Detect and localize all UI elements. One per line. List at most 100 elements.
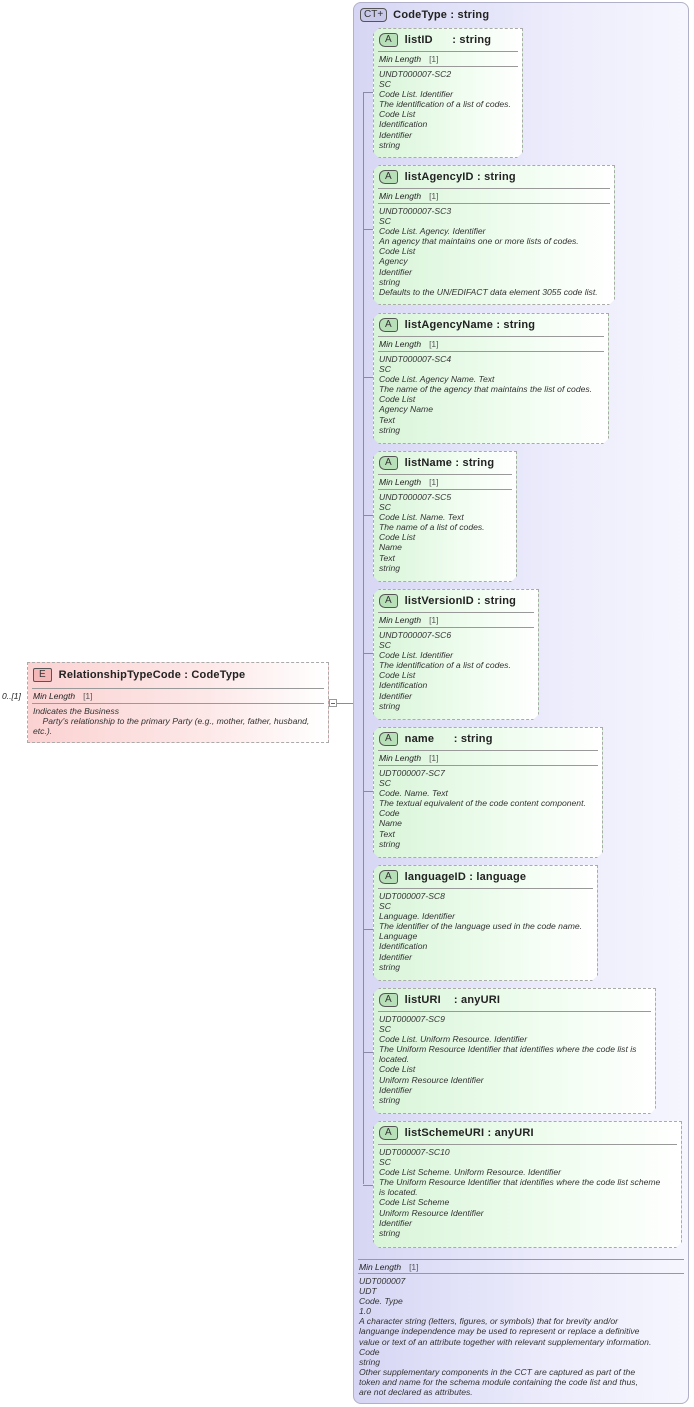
facet-min-length: Min Length[1] bbox=[379, 477, 439, 487]
doc-line: The identification of a list of codes. bbox=[379, 99, 511, 110]
doc-line: located. bbox=[379, 1054, 410, 1065]
attribute-title: listName : string bbox=[404, 457, 495, 469]
doc-line: Identifier bbox=[379, 690, 412, 701]
doc-line: Identifier bbox=[379, 1217, 412, 1228]
doc-line: Identification bbox=[379, 119, 428, 130]
attribute-icon: A bbox=[379, 594, 398, 608]
attribute-title: listAgencyID : string bbox=[404, 171, 516, 183]
doc-line: SC bbox=[379, 778, 391, 789]
doc-line: Identifier bbox=[379, 1084, 412, 1095]
doc-line: Code List Scheme. Uniform Resource. Iden… bbox=[379, 1167, 561, 1178]
attribute-icon: A bbox=[379, 170, 398, 184]
connector-branch bbox=[363, 653, 373, 654]
doc-line: Identification bbox=[379, 680, 428, 691]
doc-line: Language bbox=[379, 931, 418, 942]
doc-line: languange independence may be used to re… bbox=[359, 1326, 640, 1337]
doc-line: string bbox=[379, 1227, 401, 1238]
attribute-icon: A bbox=[379, 993, 398, 1007]
doc-line: Code. Type bbox=[359, 1296, 403, 1307]
doc-line: UDT000007-SC8 bbox=[379, 891, 445, 901]
attribute-title: listID : string bbox=[404, 34, 492, 46]
doc-line: UDT000007 bbox=[359, 1276, 406, 1286]
connector-branch bbox=[363, 515, 373, 516]
doc-line: SC bbox=[379, 1157, 391, 1168]
doc-line: Code List bbox=[379, 394, 416, 405]
occurrence-label: 0..[1] bbox=[2, 691, 21, 701]
connector bbox=[337, 703, 353, 704]
doc-line: Code List bbox=[379, 109, 416, 120]
doc-line: Identifier bbox=[379, 266, 412, 277]
doc-line: Text bbox=[379, 552, 395, 563]
collapse-toggle[interactable] bbox=[329, 699, 337, 707]
doc-line: Code bbox=[379, 808, 400, 819]
element-box[interactable]: E RelationshipTypeCode : CodeType Min Le… bbox=[27, 662, 329, 743]
doc-line: SC bbox=[379, 216, 391, 227]
doc-line: Text bbox=[379, 828, 395, 839]
doc-line: Identification bbox=[379, 941, 428, 952]
attribute-title: languageID : language bbox=[404, 871, 527, 883]
attribute-title: listSchemeURI : anyURI bbox=[404, 1127, 534, 1139]
doc-line: Code bbox=[359, 1346, 380, 1357]
doc-line: string bbox=[379, 139, 401, 150]
doc-line: The name of the agency that maintains th… bbox=[379, 384, 593, 395]
connector-branch bbox=[363, 229, 373, 230]
doc-line: Agency Name bbox=[379, 404, 433, 415]
connector-branch bbox=[363, 1052, 373, 1053]
doc-line: SC bbox=[379, 364, 391, 375]
connector-branch bbox=[363, 929, 373, 930]
attribute-icon: A bbox=[379, 1126, 398, 1140]
doc-line: The name of a list of codes. bbox=[379, 522, 485, 533]
doc-line: is located. bbox=[379, 1187, 418, 1198]
doc-line: Code List. Name. Text bbox=[379, 512, 464, 523]
doc-line: Uniform Resource Identifier bbox=[379, 1074, 484, 1085]
attribute-icon: A bbox=[379, 33, 398, 47]
doc-line: Text bbox=[379, 414, 395, 425]
attribute-icon: A bbox=[379, 732, 398, 746]
connector-branch bbox=[363, 92, 373, 93]
doc-line: SC bbox=[379, 79, 391, 90]
doc-line: The Uniform Resource Identifier that ide… bbox=[379, 1044, 637, 1055]
doc-line: string bbox=[379, 700, 401, 711]
element-title: RelationshipTypeCode : CodeType bbox=[58, 669, 246, 681]
attribute-icon: A bbox=[379, 456, 398, 470]
doc-line: string bbox=[359, 1356, 381, 1367]
doc-line: A character string (letters, figures, or… bbox=[359, 1316, 619, 1327]
facet-min-length: Min Length[1] bbox=[33, 691, 93, 701]
element-icon: E bbox=[33, 668, 52, 682]
doc-line: Name bbox=[379, 542, 402, 553]
attribute-title: listAgencyName : string bbox=[404, 319, 536, 331]
doc-line: UNDT000007-SC6 bbox=[379, 630, 452, 640]
doc-line: UDT000007-SC9 bbox=[379, 1014, 445, 1024]
doc-line: UNDT000007-SC2 bbox=[379, 69, 452, 79]
doc-line: are not declared as attributes. bbox=[359, 1387, 473, 1398]
doc-line: string bbox=[379, 562, 401, 573]
doc-line: Name bbox=[379, 818, 402, 829]
facet-min-length: Min Length[1] bbox=[379, 54, 439, 64]
doc-line: UDT000007-SC10 bbox=[379, 1147, 450, 1157]
connector-vertical bbox=[363, 92, 364, 1184]
doc-line: string bbox=[379, 276, 401, 287]
doc-line: 1.0 bbox=[359, 1306, 371, 1317]
doc-line: Uniform Resource Identifier bbox=[379, 1207, 484, 1218]
doc-line: Code List. Identifier bbox=[379, 89, 454, 100]
doc-line: Code List bbox=[379, 246, 416, 257]
attribute-title: listVersionID : string bbox=[404, 595, 517, 607]
doc-line: Other supplementary components in the CC… bbox=[359, 1366, 636, 1377]
doc-line: Defaults to the UN/EDIFACT data element … bbox=[379, 286, 598, 297]
